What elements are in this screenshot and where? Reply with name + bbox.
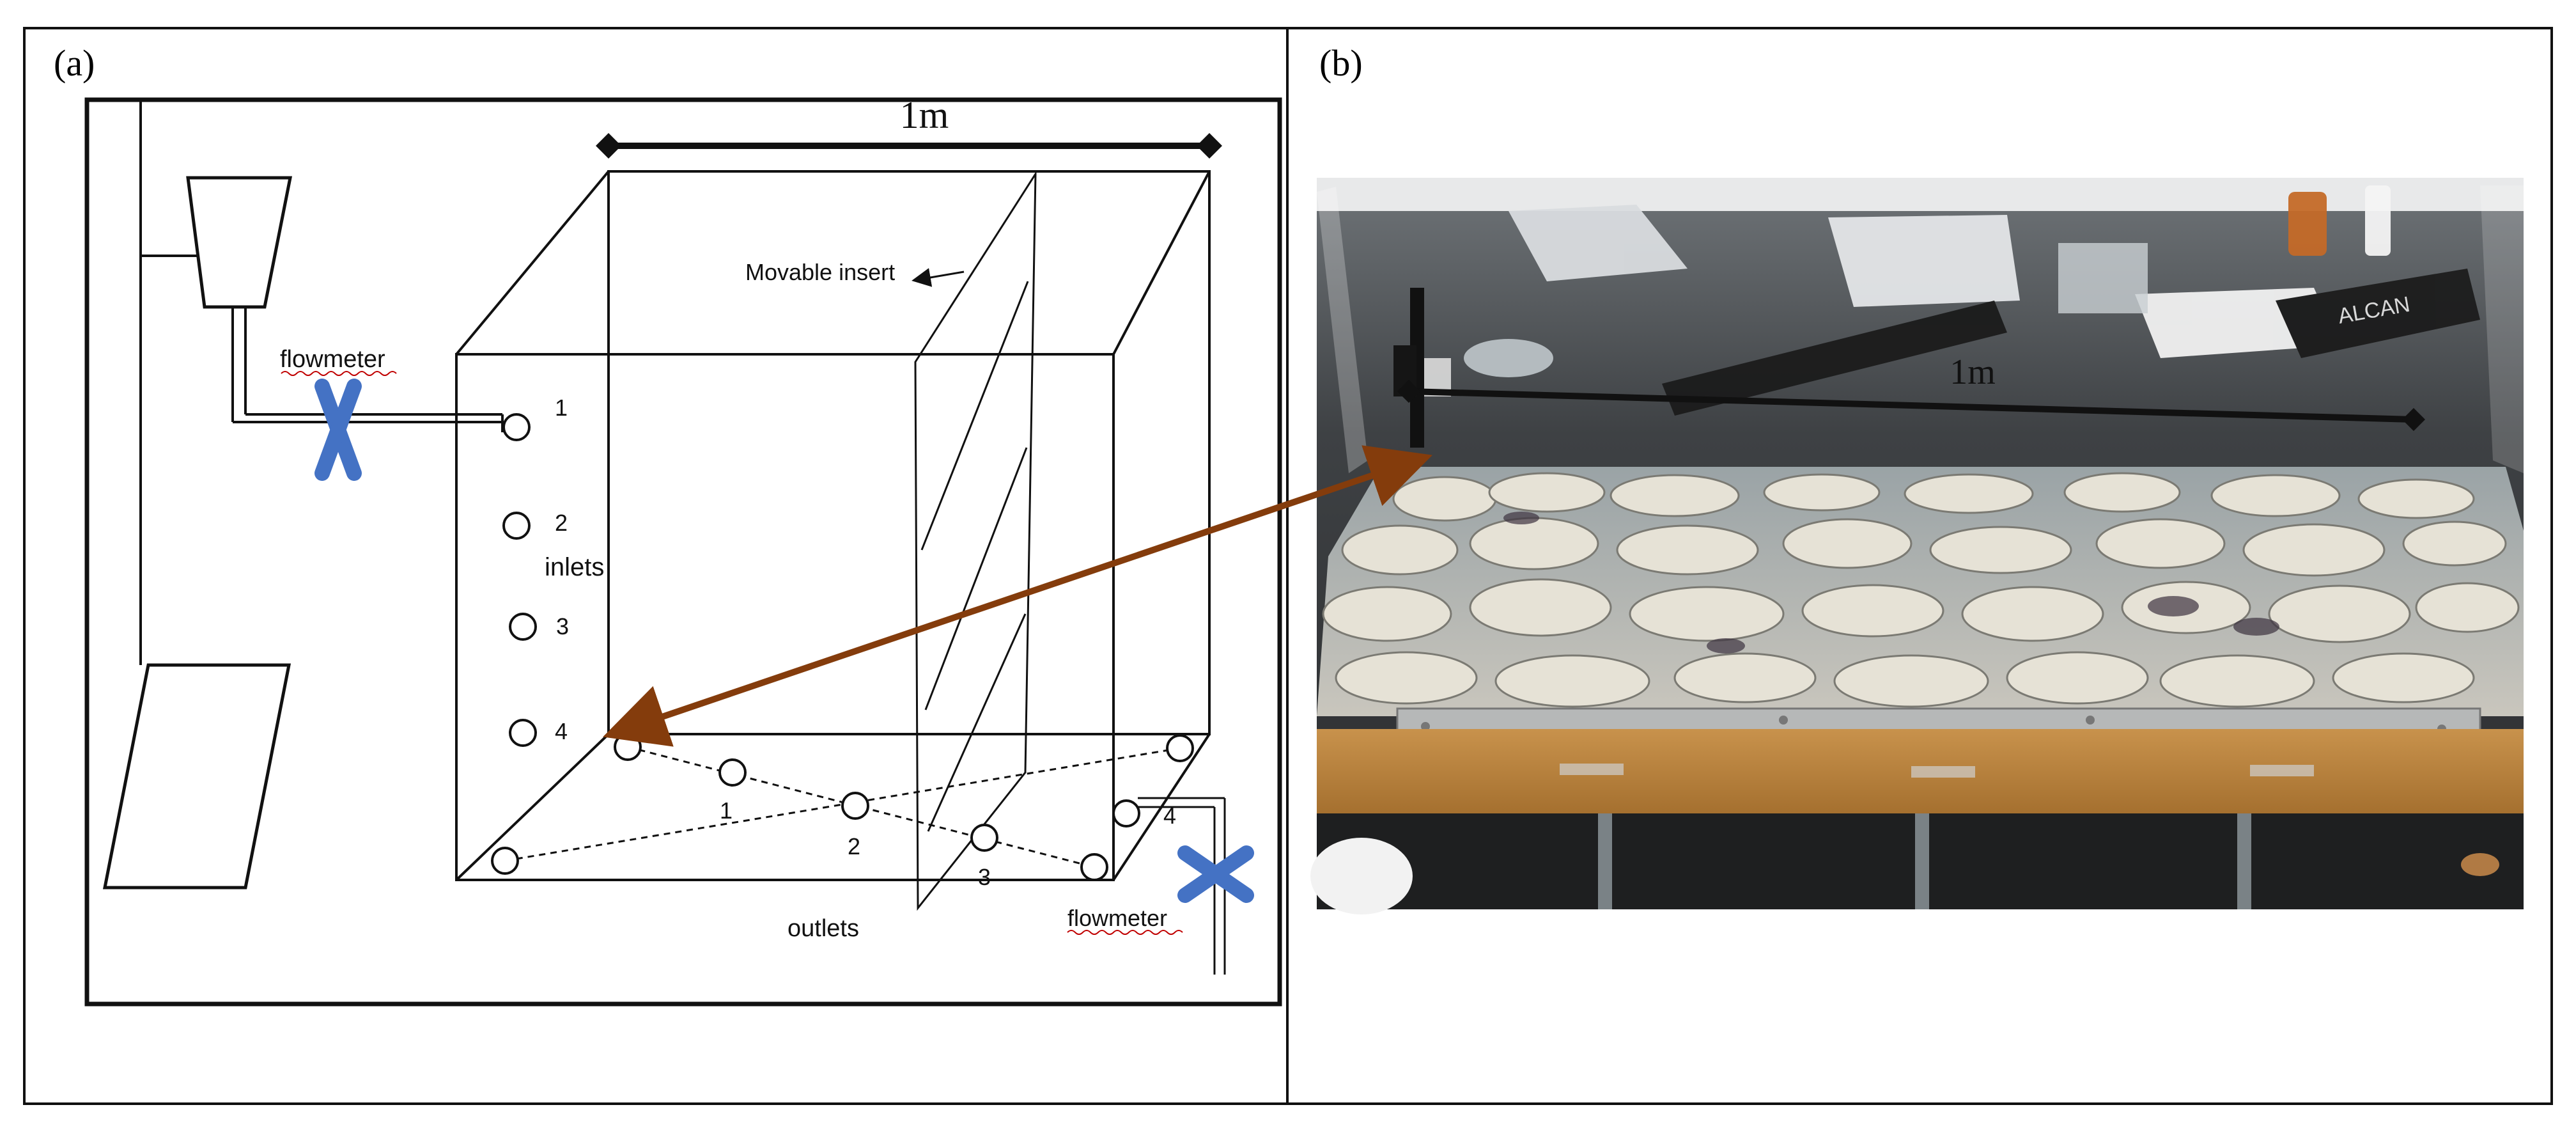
header-tank [186, 176, 293, 309]
inlet-number-2: 2 [555, 510, 568, 536]
spell-underline-2 [1067, 930, 1183, 935]
insert-label: Movable insert [745, 259, 895, 285]
inlet-2 [502, 512, 531, 540]
scale-label-b: 1m [1950, 352, 1996, 392]
outlet-corner-back-right [1166, 734, 1194, 762]
spell-underline [281, 371, 397, 376]
scale-bar-a: 1m [596, 94, 1222, 159]
flowmeter-bottom-label: flowmeter [1067, 905, 1167, 931]
panel-b-label: (b) [1319, 42, 1363, 84]
outlet-number-3: 3 [978, 864, 991, 890]
outlet-4 [1080, 853, 1108, 881]
outlet-corner-back-left [614, 733, 642, 761]
flowmeter-top-icon [314, 379, 362, 481]
panel-a: (a) flowmeter [54, 42, 1282, 1007]
photo: ALCAN [1310, 178, 2524, 914]
scale-bar-b: 1m [1397, 352, 2425, 431]
inlet-number-1: 1 [555, 395, 568, 421]
outlet-number-1: 1 [720, 797, 733, 824]
outlet-number-2: 2 [848, 833, 860, 859]
outlet-corner-front-left [491, 847, 519, 875]
inlets: 1 2 3 4 inlets [502, 395, 604, 747]
panel-b: (b) ALCAN [1310, 42, 2524, 914]
outlet-2 [841, 792, 869, 820]
inlet-number-4: 4 [555, 718, 568, 744]
inlets-label: inlets [545, 553, 604, 581]
panel-a-label: (a) [54, 42, 95, 84]
movable-insert [914, 170, 1037, 911]
reservoir [102, 663, 291, 890]
insert-pointer [912, 268, 965, 287]
outlet-number-4: 4 [1163, 803, 1176, 829]
outlet-3 [970, 824, 998, 852]
outlet-1 [718, 758, 747, 787]
outlets-label: outlets [788, 915, 859, 942]
correspondence-arrow [603, 445, 1432, 747]
inlet-1 [502, 413, 531, 441]
flowmeter-bottom-icon [1177, 845, 1254, 903]
inlet-3 [509, 613, 537, 641]
inlet-4 [509, 719, 537, 747]
flowmeter-top-label: flowmeter [280, 346, 385, 373]
inlet-number-3: 3 [556, 613, 569, 639]
scale-label-a: 1m [900, 94, 949, 136]
